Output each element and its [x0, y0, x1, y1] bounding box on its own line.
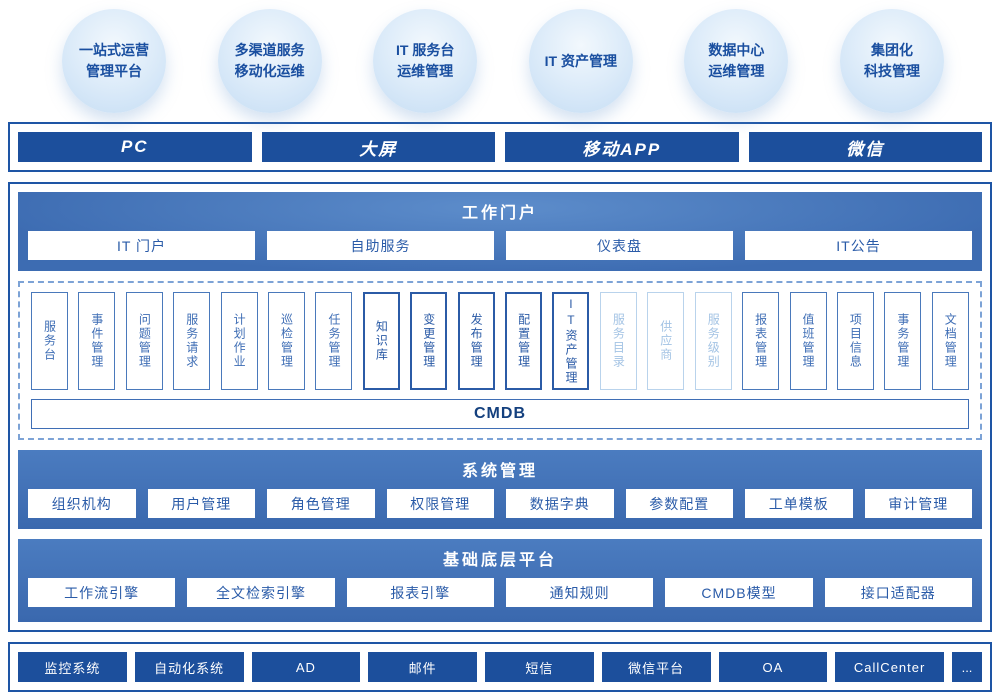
integrations-bar: 监控系统 自动化系统 AD 邮件 短信 微信平台 OA CallCenter .… [8, 642, 992, 692]
integration-callcenter: CallCenter [835, 652, 944, 682]
module-duty-mgmt: 值班管理 [789, 292, 827, 390]
platform-item-interface-adapter: 接口适配器 [824, 578, 972, 607]
cmdb-bar: CMDB [31, 399, 969, 429]
bubble-label: 集团化 科技管理 [863, 42, 920, 79]
integration-mail: 邮件 [368, 652, 477, 682]
bubble-label: IT 资产管理 [544, 52, 617, 69]
platform-item-report-engine: 报表引擎 [346, 578, 494, 607]
integration-sms: 短信 [485, 652, 594, 682]
system-item-permission-mgmt: 权限管理 [386, 489, 494, 518]
main-panel: 工作门户 IT 门户 自助服务 仪表盘 IT公告 服务台 事件管理 问题管理 服… [8, 182, 992, 632]
capability-bubbles-row: 一站式运营 管理平台 多渠道服务 移动化运维 IT 服务台 运维管理 IT 资产… [0, 0, 1000, 122]
integration-wechat-platform: 微信平台 [601, 652, 711, 682]
integration-monitoring-system: 监控系统 [18, 652, 127, 682]
module-problem-mgmt: 问题管理 [125, 292, 163, 390]
module-project-info: 项目信息 [836, 292, 874, 390]
bubble-multichannel-mobile-ops: 多渠道服务 移动化运维 [217, 9, 322, 113]
portal-section: 工作门户 IT 门户 自助服务 仪表盘 IT公告 [18, 192, 982, 271]
portal-item-dashboard: 仪表盘 [506, 231, 733, 260]
system-item-org: 组织机构 [28, 489, 136, 518]
portal-item-it-portal: IT 门户 [28, 231, 255, 260]
portal-item-self-service: 自助服务 [267, 231, 494, 260]
system-item-role-mgmt: 角色管理 [267, 489, 375, 518]
module-release-mgmt: 发布管理 [457, 292, 495, 390]
module-service-level: 服务级别 [694, 292, 732, 390]
module-incident-mgmt: 事件管理 [78, 292, 116, 390]
portal-item-it-announcement: IT公告 [745, 231, 972, 260]
system-title: 系统管理 [461, 463, 538, 480]
module-report-mgmt: 报表管理 [742, 292, 780, 390]
module-affairs-mgmt: 事务管理 [884, 292, 922, 390]
platform-item-notification-rules: 通知规则 [505, 578, 654, 607]
bubble-one-stop-operation: 一站式运营 管理平台 [62, 9, 166, 113]
channel-mobile-app: 移动APP [505, 132, 739, 162]
module-inspection-mgmt: 巡检管理 [268, 292, 306, 390]
module-service-request: 服务请求 [173, 292, 211, 390]
bubble-it-service-desk-ops: IT 服务台 运维管理 [373, 9, 478, 113]
bubble-label: 一站式运营 管理平台 [79, 42, 149, 79]
integration-oa: OA [718, 652, 828, 682]
channel-big-screen: 大屏 [261, 132, 495, 162]
module-service-desk: 服务台 [31, 292, 68, 390]
bubble-it-asset-management: IT 资产管理 [528, 9, 633, 113]
bubble-group-tech-management: 集团化 科技管理 [839, 9, 944, 113]
system-item-data-dictionary: 数据字典 [506, 489, 614, 518]
bubble-label: 多渠道服务 移动化运维 [234, 42, 305, 79]
system-item-ticket-template: 工单模板 [745, 489, 853, 518]
modules-section: 服务台 事件管理 问题管理 服务请求 计划作业 巡检管理 任务管理 知识库 变更… [18, 281, 982, 440]
platform-section: 基础底层平台 工作流引擎 全文检索引擎 报表引擎 通知规则 CMDB模型 接口适… [18, 539, 982, 622]
module-supplier: 供应商 [647, 292, 685, 390]
module-knowledge-base: 知识库 [362, 292, 400, 390]
integration-more: ... [952, 652, 982, 682]
system-item-audit-mgmt: 审计管理 [864, 489, 972, 518]
module-planned-jobs: 计划作业 [220, 292, 258, 390]
module-it-asset-mgmt: IT资产管理 [552, 292, 590, 390]
channel-pc: PC [18, 132, 252, 162]
module-document-mgmt: 文档管理 [931, 292, 969, 390]
bubble-datacenter-ops: 数据中心 运维管理 [684, 9, 789, 113]
integration-automation-system: 自动化系统 [134, 652, 244, 682]
module-task-mgmt: 任务管理 [315, 292, 353, 390]
system-section: 系统管理 组织机构 用户管理 角色管理 权限管理 数据字典 参数配置 工单模板 … [18, 450, 982, 529]
module-config-mgmt: 配置管理 [505, 292, 543, 390]
module-change-mgmt: 变更管理 [410, 292, 448, 390]
channels-bar: PC 大屏 移动APP 微信 [8, 122, 992, 172]
integration-ad: AD [251, 652, 361, 682]
portal-items: IT 门户 自助服务 仪表盘 IT公告 [28, 231, 972, 260]
bubble-label: 数据中心 运维管理 [708, 42, 765, 79]
platform-item-workflow-engine: 工作流引擎 [28, 578, 176, 607]
module-row: 服务台 事件管理 问题管理 服务请求 计划作业 巡检管理 任务管理 知识库 变更… [31, 292, 969, 390]
system-items: 组织机构 用户管理 角色管理 权限管理 数据字典 参数配置 工单模板 审计管理 [28, 489, 972, 518]
platform-title: 基础底层平台 [442, 552, 557, 569]
portal-title: 工作门户 [461, 205, 538, 222]
platform-item-cmdb-model: CMDB模型 [665, 578, 813, 607]
module-service-catalog: 服务目录 [599, 292, 637, 390]
bubble-label: IT 服务台 运维管理 [396, 42, 455, 79]
platform-items: 工作流引擎 全文检索引擎 报表引擎 通知规则 CMDB模型 接口适配器 [28, 578, 972, 607]
channel-wechat: 微信 [748, 132, 982, 162]
system-item-user-mgmt: 用户管理 [147, 489, 255, 518]
platform-item-fulltext-search-engine: 全文检索引擎 [187, 578, 335, 607]
system-item-parameter-config: 参数配置 [625, 489, 733, 518]
